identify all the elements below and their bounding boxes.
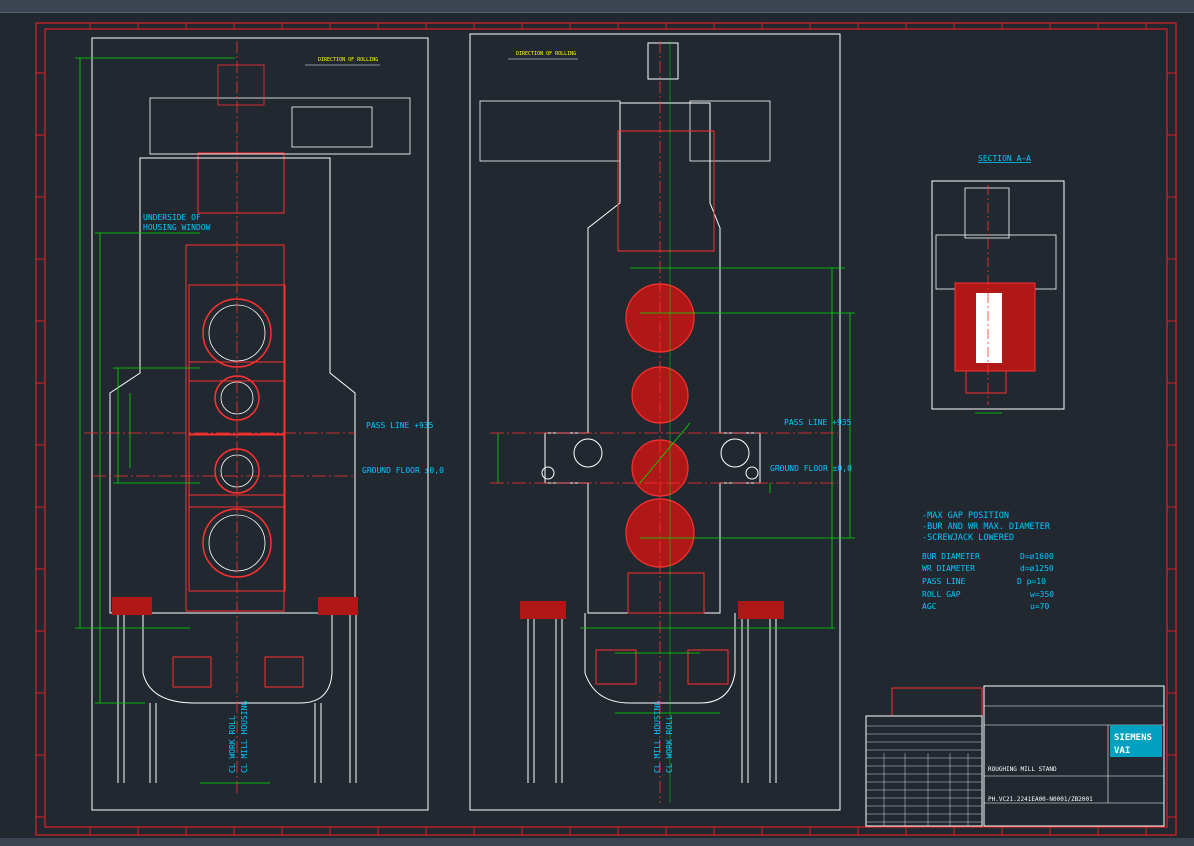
parameter-list: BUR DIAMETER D=ø1600 WR DIAMETER d=ø1250…: [922, 552, 1054, 611]
viewer-statusbar: [0, 838, 1194, 846]
front-mill-housing: [544, 102, 761, 614]
front-ground-floor-label: GROUND FLOOR ±0,0: [770, 464, 852, 473]
note-line-3: -SCREWJACK LOWERED: [922, 533, 1014, 543]
front-cl-work-roll: CL WORK ROLL: [665, 715, 674, 773]
front-view-frame: [469, 33, 841, 811]
param-label: BUR DIAMETER: [922, 552, 980, 561]
viewer-toolbar: [0, 0, 1194, 13]
process-notes: -MAX GAP POSITION -BUR AND WR MAX. DIAME…: [922, 511, 1055, 611]
brand-logo-text: SIEMENS: [1114, 733, 1152, 743]
param-label: WR DIAMETER: [922, 564, 975, 573]
left-side-view: DIRECTION OF ROLLING: [75, 37, 444, 811]
front-direction-title: DIRECTION OF ROLLING: [516, 51, 576, 57]
cad-viewport[interactable]: DIRECTION OF ROLLING: [0, 13, 1194, 838]
drawing-number: PH.VC21.2241EA00-N0001/ZB2001: [988, 796, 1093, 803]
left-ground-floor-label: GROUND FLOOR ±0,0: [362, 466, 444, 475]
param-value: w=350: [1030, 590, 1054, 599]
svg-text:-MAX GAP POSITION -BUR A: -MAX GAP POSITION -BUR AND WR MAX. DIAME…: [922, 511, 1055, 543]
param-value: D p=10: [1017, 577, 1046, 586]
front-rolls: [541, 283, 759, 568]
brand-sub-text: VAI: [1114, 746, 1130, 756]
param-label: PASS LINE: [922, 577, 966, 586]
left-cl-work-roll: CL WORK ROLL: [228, 715, 237, 773]
section-title: SECTION A–A: [978, 154, 1031, 163]
sheet-border-inner: [44, 28, 1168, 828]
left-underside-label: UNDERSIDE OF HOUSING WINDOW: [143, 213, 211, 232]
front-pass-line-label: PASS LINE +935: [784, 418, 852, 427]
param-label: AGC: [922, 602, 937, 611]
material-table: [866, 725, 982, 826]
param-value: d=ø1250: [1020, 564, 1054, 573]
sheet-border-outer: [35, 22, 1177, 836]
title-block: SIEMENS VAI ROUGHING MILL STAND PH.VC21.…: [865, 685, 1165, 827]
param-value: D=ø1600: [1020, 552, 1054, 561]
left-view-frame: [91, 37, 429, 811]
section-frame: [931, 180, 1065, 410]
brand-box: [1110, 725, 1162, 757]
param-value: u=70: [1030, 602, 1049, 611]
param-label: ROLL GAP: [922, 590, 961, 599]
section-a-a: SECTION A–A: [931, 154, 1065, 414]
cad-drawing: DIRECTION OF ROLLING: [35, 22, 1177, 836]
border-grid-ticks: [36, 23, 1176, 835]
left-direction-title: DIRECTION OF ROLLING: [318, 57, 378, 63]
note-line-2: -BUR AND WR MAX. DIAMETER: [922, 522, 1051, 532]
drawing-title: ROUGHING MILL STAND: [988, 766, 1057, 773]
front-view: DIRECTION OF ROLLING: [469, 33, 855, 811]
front-cl-mill-housing: CL MILL HOUSING: [653, 701, 662, 773]
left-housing-window: [185, 244, 285, 612]
left-pass-line-label: PASS LINE +935: [366, 421, 434, 430]
note-line-1: -MAX GAP POSITION: [922, 511, 1009, 521]
left-cl-mill-housing: CL MILL HOUSING: [240, 701, 249, 773]
